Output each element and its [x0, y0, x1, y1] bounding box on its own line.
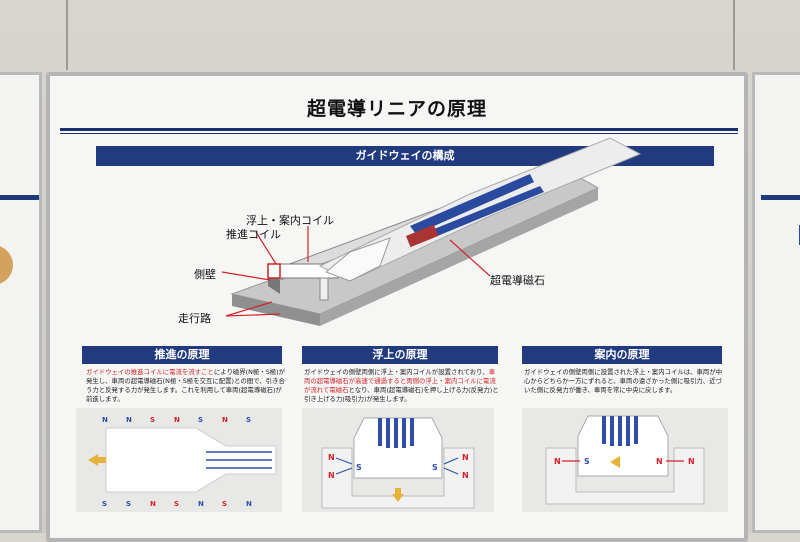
running-path-label: 走行路	[178, 312, 211, 325]
propulsion-coil-label: 推進コイル	[226, 228, 281, 241]
panel-title: 超電導リニアの原理	[306, 98, 487, 120]
pole-label: N	[554, 457, 561, 466]
levitation-description-text: となり、車両(超電導磁石)を押し上げる力(反発力)と引き上げる力(吸引力)が発生…	[304, 386, 499, 403]
propulsion-diagram: N N S N S N S S S N S N S N	[76, 408, 282, 512]
panel-rule	[761, 195, 800, 200]
pole-label: N	[328, 453, 335, 462]
pole-label: S	[356, 463, 362, 472]
guidance-heading: 案内の原理	[522, 346, 722, 364]
guideway-illustration	[221, 137, 642, 326]
title-rule	[60, 128, 738, 131]
levitation-heading: 浮上の原理	[302, 346, 498, 364]
panel-rule	[0, 195, 39, 200]
side-wall-label: 側壁	[194, 268, 216, 281]
hanging-wire	[66, 0, 68, 70]
levitation-guidance-coil-label: 浮上・案内コイル	[246, 214, 334, 227]
hanging-wire	[733, 0, 735, 70]
pole-label: S	[222, 500, 227, 508]
pole-label: S	[126, 500, 131, 508]
pole-label: N	[688, 457, 695, 466]
levitation-description: ガイドウェイの側壁両側に浮上・案内コイルが設置されており、車両の超電導磁石が高速…	[304, 368, 500, 404]
levitation-description-highlight: 車両の超電導磁石が高速で通過すると両側の浮上・案内コイルに電流が流れて電磁石	[304, 368, 496, 394]
levitation-description-text: ガイドウェイの側壁両側に浮上・案内コイルが設置されており、	[304, 368, 489, 376]
guidance-diagram: N S N N	[522, 408, 728, 512]
pole-label: N	[126, 416, 132, 424]
pole-label: S	[150, 416, 155, 424]
pole-label: N	[222, 416, 228, 424]
pole-label: N	[174, 416, 180, 424]
adjacent-panel-left	[0, 72, 42, 533]
propulsion-coil-icon	[267, 263, 281, 279]
pole-label: S	[246, 416, 251, 424]
pole-label: N	[462, 471, 469, 480]
pole-label: N	[150, 500, 156, 508]
exhibit-panel: 超電導リニアの原理 ガイドウェイの構成 浮上・案内コイル 推進コイル 側壁 走行…	[46, 72, 748, 542]
pole-label: S	[174, 500, 179, 508]
pole-label: S	[198, 416, 203, 424]
propulsion-description: ガイドウェイの推進コイルに電流を流すことにより磁界(N極・S極)が発生し、車両の…	[86, 368, 286, 404]
superconducting-magnet-label: 超電導磁石	[490, 274, 545, 287]
pole-label: N	[246, 500, 252, 508]
adjacent-panel-right	[752, 72, 800, 533]
propulsion-heading: 推進の原理	[82, 346, 282, 364]
propulsion-description-text: により磁界(N極・S極)が発生し、車両の超電導磁石(N極・S極を交互に配置)との…	[86, 368, 286, 403]
magnet-icon	[406, 224, 439, 248]
pole-label: S	[102, 500, 107, 508]
decorative-disc	[0, 245, 13, 285]
pole-label: N	[198, 500, 204, 508]
title-rule-thin	[60, 133, 738, 134]
levitation-diagram: N N S S N N	[302, 408, 494, 512]
pole-label: N	[462, 453, 469, 462]
pole-label: N	[328, 471, 335, 480]
pole-label: N	[656, 457, 663, 466]
guidance-description: ガイドウェイの側壁両側に設置された浮上・案内コイルは、車両が中心からどちらか一方…	[524, 368, 723, 394]
pole-label: S	[432, 463, 438, 472]
pole-label: N	[102, 416, 108, 424]
pole-label: S	[584, 457, 590, 466]
propulsion-description-highlight: ガイドウェイの推進コイルに電流を流すこと	[86, 368, 214, 376]
